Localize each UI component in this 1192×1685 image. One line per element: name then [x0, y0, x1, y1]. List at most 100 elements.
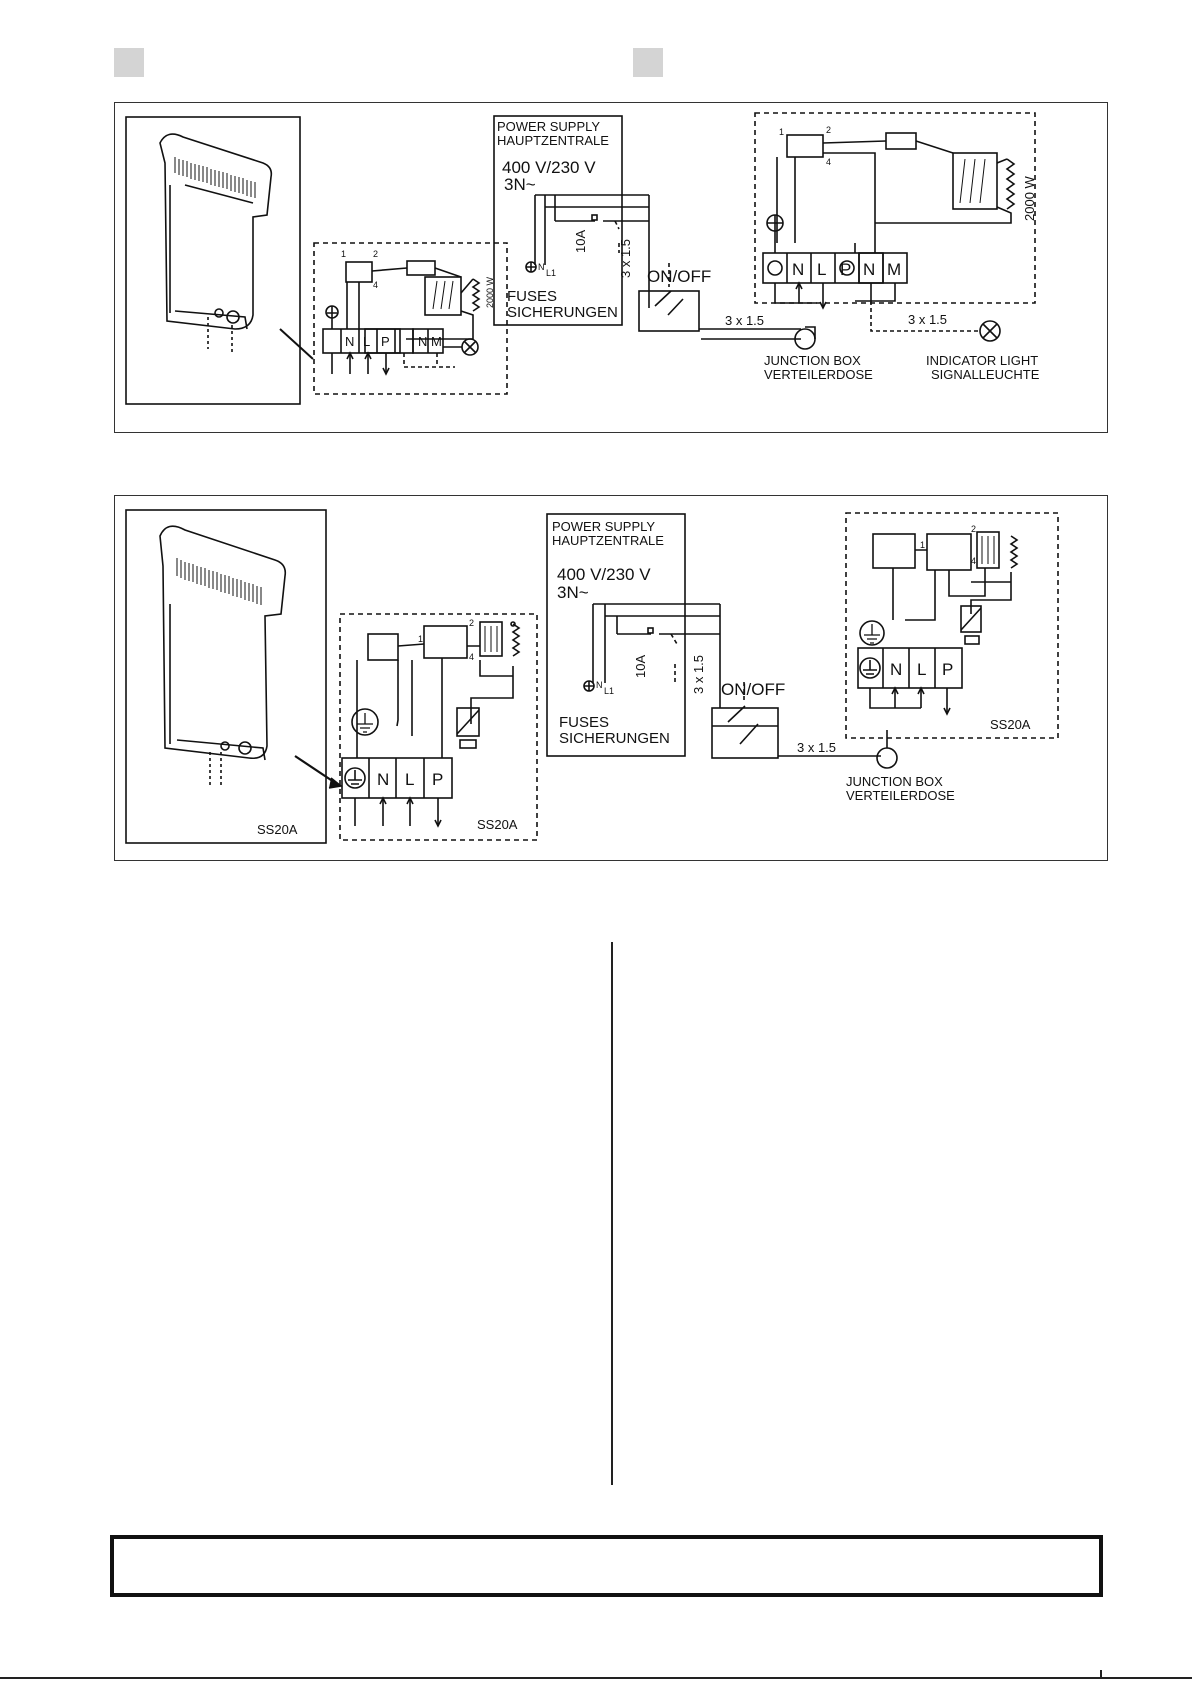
terminal-p-left: P — [432, 770, 443, 789]
fuses-en: FUSES — [507, 288, 557, 305]
heating-element-large — [1005, 158, 1016, 210]
fuses-de-2: SICHERUNGEN — [559, 730, 670, 747]
indicator-de: SIGNALLEUCHTE — [931, 367, 1040, 382]
indicator-en: INDICATOR LIGHT — [926, 353, 1038, 368]
cable-vertical: 3 x 1.5 — [618, 239, 633, 278]
terminal-block-right — [857, 647, 963, 689]
model-label-right: SS20A — [990, 717, 1031, 732]
power-supply-en-2: POWER SUPPLY — [552, 519, 655, 534]
terminal-p-small: P — [381, 334, 390, 349]
voltage-label-2: 400 V/230 V — [557, 565, 651, 584]
control-box-right — [845, 512, 1059, 739]
contactor-large — [952, 152, 998, 210]
indicator-lamp-large — [979, 320, 1001, 342]
power-supply-de: HAUPTZENTRALE — [497, 133, 609, 148]
line-label: L1 — [546, 268, 556, 278]
power-supply-panel-2 — [546, 513, 686, 757]
section-marker-right — [633, 48, 663, 77]
heating-element-right — [1009, 535, 1019, 569]
timer-left — [456, 707, 480, 737]
on-off-label: ON/OFF — [647, 267, 711, 286]
earth-terminal-icon-2 — [839, 260, 855, 276]
control-box-small — [313, 242, 508, 395]
contactor-left — [479, 621, 503, 657]
heater-inset-frame-2 — [125, 509, 327, 844]
terminal-n2-large: N — [863, 260, 875, 279]
terminal-n-right: N — [890, 660, 902, 679]
fuse-rating-2: 10A — [633, 655, 648, 678]
terminal-block-left — [341, 757, 453, 799]
neutral-label: N — [538, 262, 545, 272]
terminal-n-small: N — [345, 334, 354, 349]
relay-right — [926, 533, 972, 571]
terminal-p-large: P — [840, 260, 851, 279]
terminal-l-right: L — [917, 660, 926, 679]
thermostat-right — [872, 533, 916, 569]
switch-large — [885, 132, 917, 150]
earth-icon-left — [351, 708, 379, 736]
power-supply-en: POWER SUPPLY — [497, 119, 600, 134]
heater-inset-frame — [125, 116, 301, 405]
section-marker-left — [114, 48, 144, 77]
terminal-n-left: N — [377, 770, 389, 789]
switch-small — [406, 260, 436, 276]
heating-element-small — [471, 278, 481, 312]
relay-pin-2-large: 2 — [826, 125, 831, 135]
terminal-l-small: L — [363, 334, 370, 349]
terminal-n-large: N — [792, 260, 804, 279]
wiring-diagram-figure-2: POWER SUPPLY HAUPTZENTRALE 400 V/230 V 3… — [114, 495, 1108, 861]
relay-pin-4-right: 4 — [971, 556, 976, 566]
contactor-right — [976, 531, 1000, 569]
wiring-diagram-2-canvas: POWER SUPPLY HAUPTZENTRALE 400 V/230 V 3… — [125, 509, 1059, 844]
fuse-rating: 10A — [573, 230, 588, 253]
footer-tick — [1100, 1670, 1102, 1678]
cable-to-junction-2: 3 x 1.5 — [797, 740, 836, 755]
wiring-diagram-1-canvas: POWER SUPPLY HAUPTZENTRALE 400 V/230 V 3… — [125, 112, 1040, 405]
cable-to-junction: 3 x 1.5 — [725, 313, 764, 328]
line-label-2: L1 — [604, 686, 614, 696]
relay-left — [367, 633, 399, 661]
on-off-switch — [638, 290, 700, 332]
contactor-small — [424, 276, 462, 316]
terminal-n2-small: N — [418, 334, 427, 349]
terminal-l-large: L — [817, 260, 826, 279]
heater-illustration-2 — [159, 525, 287, 760]
model-label-inset: SS20A — [257, 822, 298, 837]
junction-box-de-2: VERTEILERDOSE — [846, 788, 955, 803]
fuses-de: SICHERUNGEN — [507, 304, 618, 321]
voltage-label: 400 V/230 V — [502, 158, 596, 177]
notice-box — [110, 1535, 1103, 1597]
model-label-left: SS20A — [477, 817, 518, 832]
phases-label: 3N~ — [504, 175, 536, 194]
wiring-diagram-figure-1: POWER SUPPLY HAUPTZENTRALE 400 V/230 V 3… — [114, 102, 1108, 433]
relay-pin-2-small: 2 — [373, 249, 378, 259]
relay-large — [786, 134, 824, 158]
control-box-left — [339, 613, 538, 841]
terminal-m-large: M — [887, 260, 901, 279]
relay-pin-2-right: 2 — [971, 524, 976, 534]
control-box-large — [754, 112, 1036, 304]
earth-icon-right — [859, 620, 885, 646]
heater-power-small: 2000 W — [485, 276, 495, 308]
on-off-switch-2 — [711, 707, 779, 759]
terminal-m-small: M — [431, 334, 442, 349]
relay-pin-1-right: 1 — [920, 540, 925, 550]
timer-right — [960, 605, 982, 633]
relay-pin-2-left: 2 — [469, 618, 474, 628]
power-supply-de-2: HAUPTZENTRALE — [552, 533, 664, 548]
junction-box-de: VERTEILERDOSE — [764, 367, 873, 382]
footer-rule — [0, 1677, 1192, 1679]
cable-to-indicator: 3 x 1.5 — [908, 312, 947, 327]
relay-pin-1-large: 1 — [779, 127, 784, 137]
phases-label-2: 3N~ — [557, 583, 589, 602]
fuses-en-2: FUSES — [559, 714, 609, 731]
heating-element-left — [511, 623, 521, 657]
junction-box-en: JUNCTION BOX — [764, 353, 861, 368]
neutral-label-2: N — [596, 680, 603, 690]
heater-power-large: 2000 W — [1022, 175, 1037, 221]
cable-vertical-2: 3 x 1.5 — [691, 655, 706, 694]
column-divider — [611, 942, 613, 1485]
thermostat-left — [423, 625, 468, 659]
terminal-p-right: P — [942, 660, 953, 679]
terminal-l-left: L — [405, 770, 414, 789]
